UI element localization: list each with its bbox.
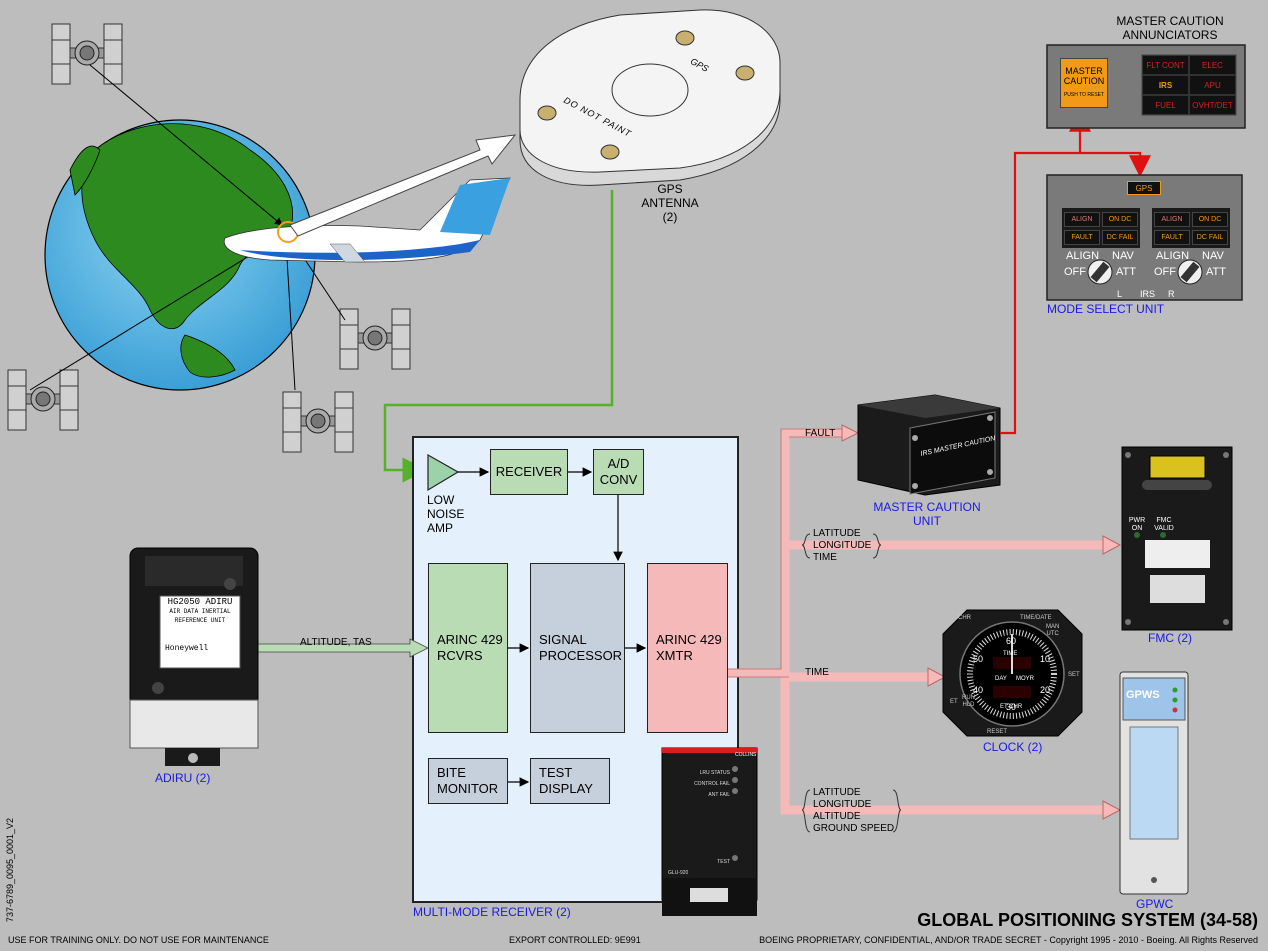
airplane-737	[223, 177, 511, 263]
gpwc-logo: GPWS	[1126, 689, 1160, 701]
clock-time-date: TIME/DATE	[1020, 615, 1052, 621]
clock-dial-20: 20	[1040, 685, 1051, 695]
master-caution-unit	[857, 394, 1001, 496]
clock-dial-60: 60	[1006, 636, 1017, 646]
adiru-plate: HG2050 ADIRU AIR DATA INERTIAL REFERENCE…	[167, 597, 233, 625]
msu-l-nav: NAV	[1112, 250, 1134, 262]
clock-dial-50: 50	[973, 654, 984, 664]
mmr-brand: COLLINS	[735, 752, 757, 758]
msu-r: R	[1168, 289, 1175, 299]
irs-r-align-light: ALIGN	[1154, 212, 1190, 227]
clock-dial-10: 10	[1040, 654, 1051, 664]
mmr-label: MULTI-MODE RECEIVER (2)	[413, 905, 571, 919]
gps-light: GPS	[1127, 181, 1161, 195]
fuel-light: FUEL	[1142, 95, 1189, 115]
fmc-label: FMC (2)	[1148, 631, 1192, 645]
mmr-ant-fail: ANT FAIL	[708, 792, 730, 798]
mmr-test-label: TEST	[717, 859, 730, 865]
altitude-tas-signal: ALTITUDE, TAS	[300, 637, 372, 648]
clock-moyr: MOYR	[1016, 676, 1034, 682]
flt-cont-light: FLT CONT	[1142, 55, 1189, 75]
irs-r-on-dc-light: ON DC	[1192, 212, 1228, 227]
gpwc-label: GPWC	[1136, 897, 1174, 911]
msu-r-att: ATT	[1206, 266, 1226, 278]
clock-day: DAY	[995, 676, 1007, 682]
irs-r-fault-light: FAULT	[1154, 230, 1190, 245]
msu-l-att: ATT	[1116, 266, 1136, 278]
clock-time-label: TIME	[1003, 651, 1018, 657]
fmc-unit	[1121, 446, 1233, 631]
mmr-unit-front	[661, 747, 758, 916]
irs-l-on-dc-light: ON DC	[1102, 212, 1138, 227]
clock-set: SET	[1068, 672, 1080, 678]
msu-irs: IRS	[1140, 289, 1156, 299]
ovht-det-light: OVHT/DET	[1189, 95, 1236, 115]
irs-l-dc-fail-light: DC FAIL	[1102, 230, 1138, 245]
msu-r-nav: NAV	[1202, 250, 1224, 262]
irs-mode-knob	[1087, 259, 1203, 285]
gps-antenna	[519, 9, 781, 186]
fault-signal: FAULT	[805, 428, 836, 439]
msu-r-align: ALIGN	[1156, 250, 1190, 262]
lna-triangle	[427, 453, 460, 492]
msu-r-off: OFF	[1154, 266, 1176, 278]
clock-chr: CHR	[958, 615, 971, 621]
mmr-control-fail: CONTROL FAIL	[694, 781, 730, 787]
msu-label: MODE SELECT UNIT	[1047, 302, 1165, 316]
footer-copyright: BOEING PROPRIETARY, CONFIDENTIAL, AND/OR…	[759, 935, 1258, 945]
msu-l-off: OFF	[1064, 266, 1086, 278]
document-code: 737-6789_0095_0001_V2	[5, 817, 15, 923]
msu-l-align: ALIGN	[1066, 250, 1100, 262]
satellite-icon	[51, 23, 123, 85]
earth-globe	[44, 119, 316, 391]
page-title: GLOBAL POSITIONING SYSTEM (34-58)	[917, 910, 1258, 930]
clock-et: ET	[950, 699, 958, 705]
output-bus	[728, 424, 1122, 820]
clock-dial-30: 30	[1006, 702, 1017, 712]
satellite-icon	[282, 391, 354, 453]
mmr-unit-status: LRU STATUS	[699, 770, 730, 776]
adiru-brand: Honeywell	[165, 644, 209, 653]
apu-light: APU	[1189, 75, 1236, 95]
receiver-block: RECEIVER	[490, 449, 568, 495]
clock-instrument	[942, 609, 1083, 737]
clock-et-chr: ET CHR	[1000, 704, 1023, 710]
irs-r-dc-fail-light: DC FAIL	[1192, 230, 1228, 245]
footer-export-note: EXPORT CONTROLLED: 9E991	[509, 935, 641, 945]
adiru-unit	[129, 547, 259, 766]
clock-dial-40: 40	[973, 685, 984, 695]
satellite-icon	[339, 308, 411, 370]
irs-l-fault-light: FAULT	[1064, 230, 1100, 245]
gpwc-unit	[1119, 671, 1189, 895]
footer-training-note: USE FOR TRAINING ONLY. DO NOT USE FOR MA…	[8, 935, 269, 945]
mmr-model: GLU-920	[668, 870, 689, 876]
msu-l: L	[1117, 289, 1123, 299]
clock-reset: RESET	[987, 729, 1008, 735]
adiru-label: ADIRU (2)	[155, 771, 211, 785]
clock-signal: TIME	[805, 667, 829, 678]
irs-light: IRS	[1142, 75, 1189, 95]
irs-l-align-light: ALIGN	[1064, 212, 1100, 227]
clock-label: CLOCK (2)	[983, 740, 1043, 754]
satellite-icon	[7, 369, 79, 431]
elec-light: ELEC	[1189, 55, 1236, 75]
